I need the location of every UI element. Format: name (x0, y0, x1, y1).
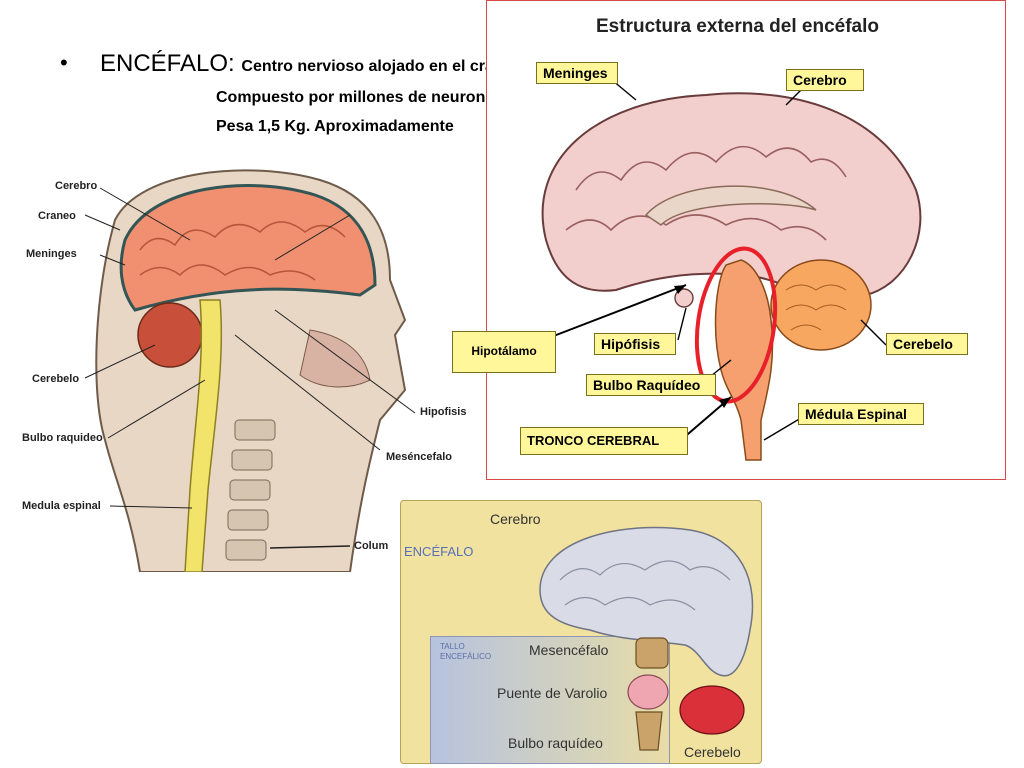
label-cerebelo-bottom: Cerebelo (684, 744, 741, 760)
left-cerebellum (137, 302, 203, 368)
medulla-shape (635, 711, 663, 751)
callout-meninges: Meninges (536, 62, 618, 84)
midbrain-shape (635, 637, 669, 669)
callout-cerebelo: Cerebelo (886, 333, 968, 355)
label-hipofisis-left: Hipofisis (420, 406, 467, 418)
corpus-callosum (644, 185, 817, 226)
label-tallo-1: TALLO (440, 642, 465, 651)
callout-bulbo-raquideo: Bulbo Raquídeo (586, 374, 716, 396)
external-structure-title: Estructura externa del encéfalo (596, 16, 879, 37)
cerebrum-gyri (575, 145, 847, 191)
label-mesencefalo-bottom: Mesencéfalo (529, 642, 609, 658)
pituitary-shape (674, 288, 694, 308)
callout-cerebro: Cerebro (786, 69, 864, 91)
label-cerebelo-left: Cerebelo (32, 373, 80, 385)
callout-tronco-cerebral: TRONCO CEREBRAL (520, 427, 688, 455)
callout-hipofisis: Hipófisis (594, 333, 676, 355)
label-craneo: Craneo (38, 210, 76, 222)
label-mesencefalo-left: Meséncefalo (386, 451, 453, 463)
label-bulbo-left: Bulbo raquideo (22, 432, 103, 444)
bullet-line-2: Compuesto por millones de neuronas (216, 89, 504, 106)
label-tallo-2: ENCEFÁLICO (440, 652, 492, 661)
bullet-line-3: Pesa 1,5 Kg. Aproximadamente (216, 118, 454, 135)
label-meninges-left: Meninges (26, 248, 77, 260)
heading-lead: ENCÉFALO: (100, 50, 235, 77)
encephalon-parts-illustration (539, 526, 754, 751)
label-bulbo-bottom: Bulbo raquídeo (508, 735, 603, 751)
callout-medula-espinal: Médula Espinal (798, 403, 924, 425)
left-spinal-cord (184, 299, 223, 572)
skull-shape (119, 183, 377, 312)
pons-shape (627, 674, 669, 710)
brain-stem-shape (714, 259, 774, 461)
label-medula-left: Medula espinal (22, 500, 101, 512)
label-puente: Puente de Varolio (497, 685, 608, 701)
label-columna: Colum (354, 540, 389, 552)
bottom-cerebrum (539, 526, 754, 677)
brain-sagittal-illustration (541, 74, 922, 461)
label-cerebro-left: Cerebro (55, 180, 98, 192)
bullet-heading: ENCÉFALO: Centro nervioso alojado en el … (100, 50, 522, 78)
heading-line-1: Centro nervioso alojado en el cráneo (241, 58, 523, 75)
label-cerebro-bottom: Cerebro (490, 511, 541, 527)
cerebellum-shape (770, 259, 872, 351)
bullet-marker: • (60, 50, 68, 75)
bottom-cerebellum (679, 685, 745, 735)
label-encefalo: ENCÉFALO (404, 544, 474, 559)
callout-hipotalamo: Hipotálamo (452, 331, 556, 373)
head-sagittal-illustration (84, 169, 416, 572)
